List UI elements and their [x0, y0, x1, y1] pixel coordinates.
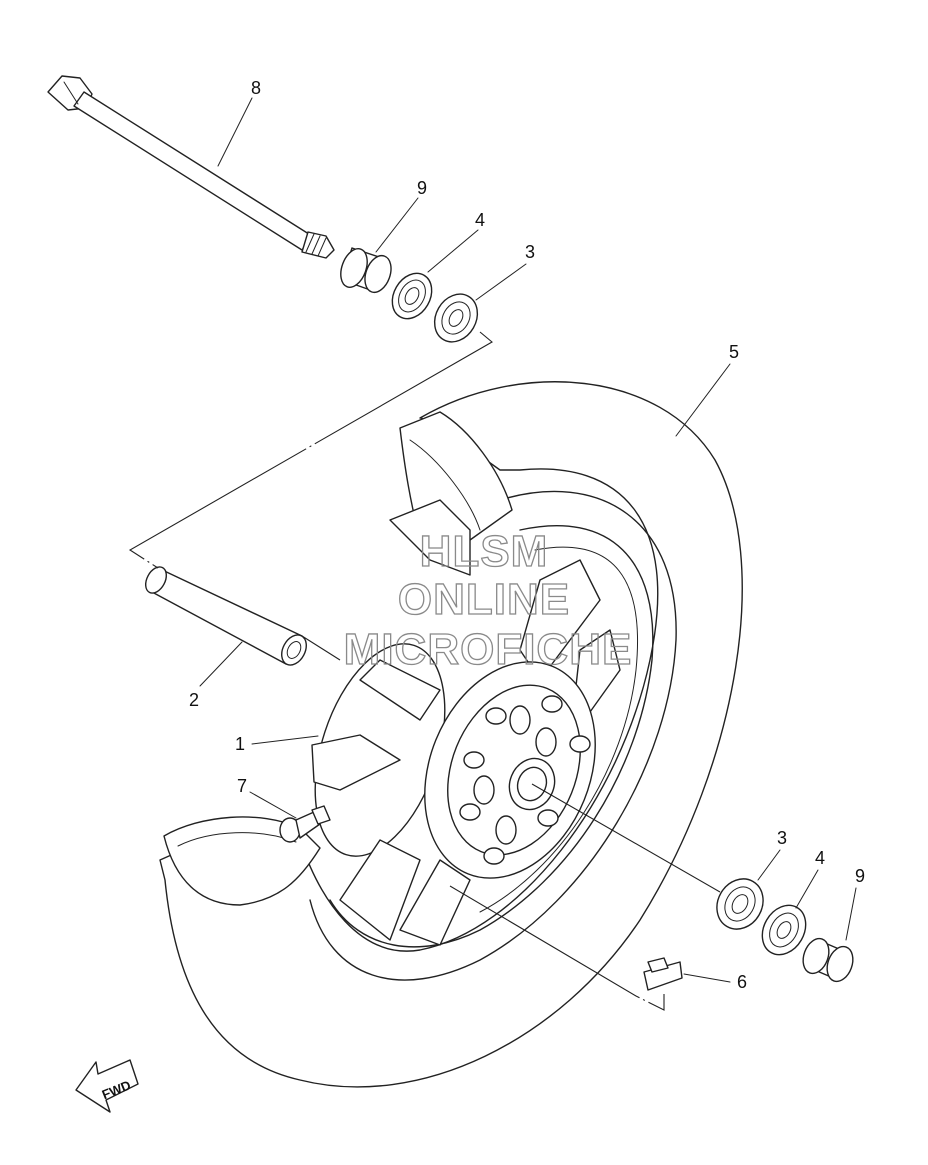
balance-weight-part[interactable]: [643, 957, 683, 991]
callout-3-upper: 3: [525, 242, 535, 262]
tire-cutaway-lower: [163, 816, 321, 906]
tire-part[interactable]: [159, 381, 743, 1088]
watermark: HLSM ONLINE MICROFICHE: [343, 526, 633, 674]
callout-2: 2: [189, 690, 199, 710]
leader-lines: [199, 97, 857, 983]
fwd-arrow-icon: FWD: [75, 1059, 139, 1113]
watermark-line-1: HLSM: [420, 527, 549, 576]
callout-1: 1: [235, 734, 245, 754]
callout-7: 7: [237, 776, 247, 796]
watermark-line-2: ONLINE: [398, 575, 570, 624]
callout-9-lower: 9: [855, 866, 865, 886]
callout-3-lower: 3: [777, 828, 787, 848]
lower-bearing-3-part[interactable]: [708, 870, 772, 937]
wheel-part[interactable]: [291, 559, 626, 946]
tire-cutaway-upper: [389, 411, 513, 576]
callout-8: 8: [251, 78, 261, 98]
callout-4-lower: 4: [815, 848, 825, 868]
assembly-lines: [128, 331, 721, 1011]
upper-bearing-4-part[interactable]: [384, 266, 439, 326]
lower-bearing-4-part[interactable]: [754, 897, 815, 962]
callout-4-upper: 4: [475, 210, 485, 230]
axle-part[interactable]: [47, 75, 335, 259]
upper-bearing-3-part[interactable]: [426, 286, 486, 349]
callout-labels: 8 9 4 3 5 2 1 7 3 4 9 6: [189, 78, 865, 992]
callout-6: 6: [737, 972, 747, 992]
lower-collar-part[interactable]: [799, 935, 858, 985]
valve-part[interactable]: [279, 805, 331, 843]
callout-5: 5: [729, 342, 739, 362]
watermark-line-3: MICROFICHE: [344, 625, 633, 674]
spacer-part[interactable]: [141, 563, 311, 669]
upper-collar-part[interactable]: [336, 245, 396, 296]
callout-9-upper: 9: [417, 178, 427, 198]
